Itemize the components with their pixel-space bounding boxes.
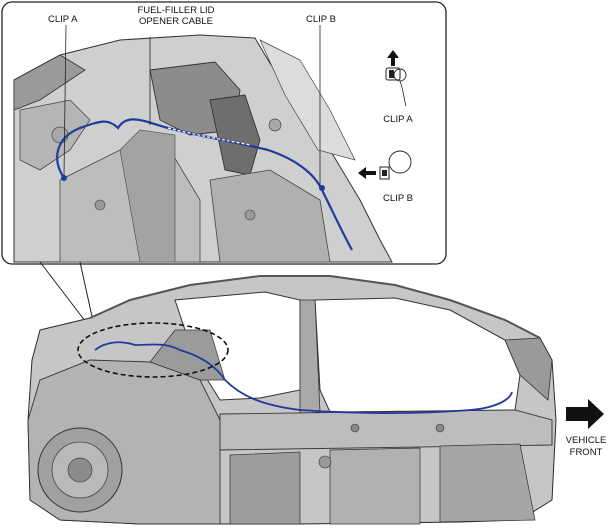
clip-a-marker: [61, 175, 67, 181]
arrow-up-icon: [387, 50, 399, 66]
clip-b-detail-label: CLIP B: [383, 193, 413, 204]
callout-connector-left: [39, 261, 93, 331]
vehicle-front-label-line1: VEHICLE: [566, 435, 607, 446]
zoomed-body-panel: [13, 34, 393, 263]
vehicle-front-label-line2: FRONT: [570, 447, 603, 458]
clip-b-marker: [319, 185, 325, 191]
clip-a-detail-label: CLIP A: [383, 114, 413, 125]
fuel-filler-label-line2: OPENER CABLE: [139, 16, 213, 27]
clip-b-detail: [358, 150, 412, 180]
arrow-right-icon: [566, 399, 604, 429]
clip-a-leader: [63, 24, 67, 177]
clip-a-label: CLIP A: [48, 14, 78, 25]
fuel-filler-label-line1: FUEL-FILLER LID: [137, 5, 214, 16]
clip-b-label: CLIP B: [306, 14, 336, 25]
arrow-left-icon: [358, 167, 376, 179]
cable-dashed-section: [167, 127, 251, 146]
clip-a-detail: [385, 50, 407, 107]
fuel-filler-cable-body: [94, 341, 513, 414]
highlight-ellipse: [77, 322, 229, 378]
vehicle-body: [27, 275, 557, 525]
